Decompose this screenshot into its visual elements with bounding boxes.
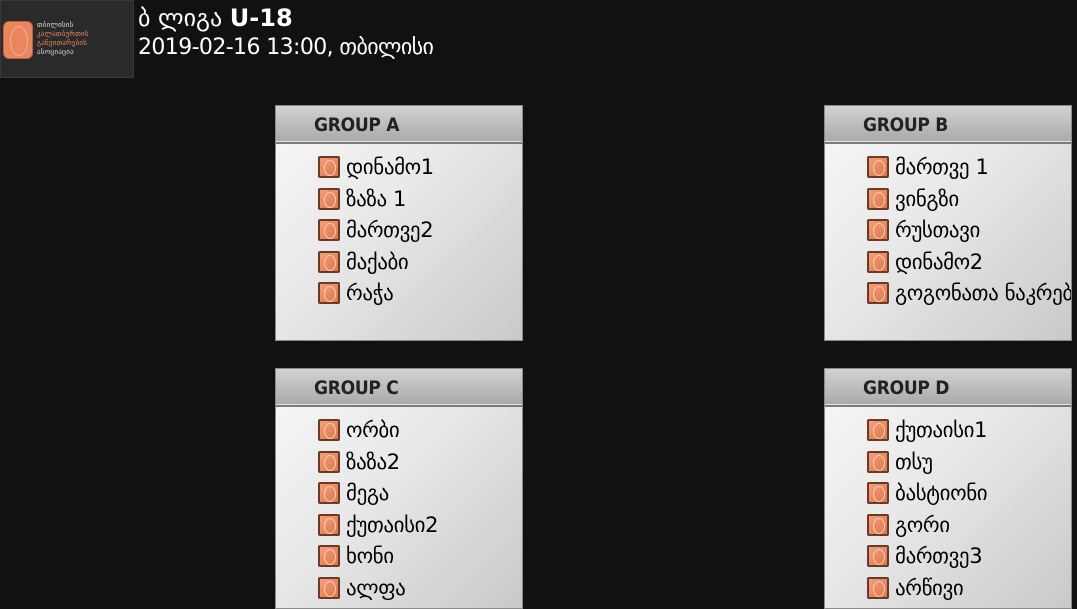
team-item[interactable]: ბასტიონი (825, 478, 1071, 510)
team-item[interactable]: ქუთაისი1 (825, 415, 1071, 447)
basketball-team-icon (867, 513, 889, 536)
basketball-team-icon (867, 482, 889, 505)
basketball-team-icon (318, 250, 340, 273)
org-line: კალათბურთის (37, 30, 89, 38)
team-item[interactable]: ვინგზი (825, 184, 1071, 216)
team-name[interactable]: ორბი (346, 418, 400, 442)
event-date-location: 2019-02-16 13:00, თბილისი (138, 35, 434, 60)
basketball-team-icon (867, 250, 889, 273)
team-item[interactable]: რაჭა (276, 278, 522, 310)
basketball-team-icon (318, 482, 340, 505)
team-name[interactable]: ქუთაისი2 (346, 512, 439, 537)
team-name[interactable]: დინამო1 (346, 155, 434, 179)
team-list: მართვე 1 ვინგზი რუსთავი დინამო2 გოგონათა ნაკ… (825, 144, 1071, 310)
team-name[interactable]: არწივი (895, 575, 964, 600)
group-title: GROUP C (314, 377, 399, 399)
group-header: GROUP D (825, 369, 1071, 407)
org-line: ასოციაცია (37, 48, 74, 56)
team-list: ქუთაისი1 თსუ ბასტიონი გორი მართვე3 არწივი (825, 407, 1071, 605)
basketball-team-icon (318, 513, 340, 536)
league-name: ბ ლიგა (138, 4, 223, 32)
group-card: GROUP A დინამო1 ზაზა 1 მართვე2 მაქაბი რაჭა (275, 105, 523, 341)
team-item[interactable]: მეგა (276, 478, 522, 510)
team-item[interactable]: გორი (825, 510, 1071, 542)
team-item[interactable]: ზაზა 1 (276, 184, 522, 216)
basketball-team-icon (867, 576, 889, 599)
group-title: GROUP B (863, 114, 948, 136)
team-name[interactable]: მეგა (346, 481, 389, 506)
group-title: GROUP A (314, 114, 400, 136)
team-name[interactable]: მაქაბი (346, 249, 409, 274)
team-list: ორბი ზაზა2 მეგა ქუთაისი2 ხონი ალფა (276, 407, 522, 605)
team-name[interactable]: ქუთაისი1 (895, 418, 988, 442)
team-name[interactable]: მართვე 1 (895, 155, 989, 179)
basketball-team-icon (318, 545, 340, 568)
team-item[interactable]: ორბი (276, 415, 522, 447)
group-card: GROUP C ორბი ზაზა2 მეგა ქუთაისი2 ხონი ალფა (275, 368, 523, 609)
team-name[interactable]: ალფა (346, 575, 406, 600)
team-name[interactable]: მართვე3 (895, 544, 983, 569)
basketball-team-icon (318, 450, 340, 473)
team-name[interactable]: ზაზა2 (346, 449, 400, 474)
team-name[interactable]: რუსთავი (895, 218, 980, 243)
team-item[interactable]: მაქაბი (276, 247, 522, 279)
org-logo[interactable]: თბილისის კალათბურთის განვითარების ასოცია… (0, 0, 134, 78)
basketball-team-icon (318, 156, 340, 178)
team-name[interactable]: მართვე2 (346, 218, 434, 243)
age-category: U-18 (229, 4, 293, 32)
org-line: განვითარების (37, 39, 88, 47)
team-item[interactable]: არწივი (825, 573, 1071, 605)
basketball-team-icon (318, 187, 340, 210)
team-name[interactable]: ვინგზი (895, 186, 959, 211)
basketball-team-icon (867, 282, 889, 305)
team-list: დინამო1 ზაზა 1 მართვე2 მაქაბი რაჭა (276, 144, 522, 310)
basketball-logo-icon (3, 21, 33, 59)
team-item[interactable]: ქუთაისი2 (276, 510, 522, 542)
team-item[interactable]: ზაზა2 (276, 447, 522, 479)
group-header: GROUP A (276, 106, 522, 144)
group-header: GROUP B (825, 106, 1071, 144)
team-item[interactable]: თსუ (825, 447, 1071, 479)
team-item[interactable]: რუსთავი (825, 215, 1071, 247)
team-item[interactable]: ხონი (276, 541, 522, 573)
basketball-team-icon (867, 419, 889, 441)
team-item[interactable]: დინამო1 (276, 152, 522, 184)
group-title: GROUP D (863, 377, 950, 399)
team-item[interactable]: გოგონათა ნაკრები (825, 278, 1071, 310)
basketball-team-icon (867, 450, 889, 473)
team-item[interactable]: მართვე3 (825, 541, 1071, 573)
basketball-team-icon (867, 545, 889, 568)
basketball-team-icon (318, 576, 340, 599)
group-header: GROUP C (276, 369, 522, 407)
team-name[interactable]: თსუ (895, 449, 933, 474)
group-card: GROUP B მართვე 1 ვინგზი რუსთავი დინამო2 გოგონ… (824, 105, 1072, 341)
team-name[interactable]: გორი (895, 512, 950, 537)
basketball-team-icon (318, 419, 340, 441)
team-item[interactable]: მართვე2 (276, 215, 522, 247)
team-name[interactable]: ზაზა 1 (346, 186, 406, 211)
page-title: ბ ლიგა U-18 (138, 4, 293, 32)
team-name[interactable]: რაჭა (346, 281, 394, 306)
team-item[interactable]: მართვე 1 (825, 152, 1071, 184)
basketball-team-icon (867, 156, 889, 178)
team-name[interactable]: ხონი (346, 544, 394, 569)
team-name[interactable]: დინამო2 (895, 249, 983, 274)
group-card: GROUP D ქუთაისი1 თსუ ბასტიონი გორი მართვე3 არწ… (824, 368, 1072, 609)
team-item[interactable]: დინამო2 (825, 247, 1071, 279)
basketball-team-icon (867, 187, 889, 210)
org-line: თბილისის (37, 21, 74, 29)
basketball-team-icon (318, 282, 340, 305)
org-name: თბილისის კალათბურთის განვითარების ასოცია… (37, 21, 133, 57)
basketball-team-icon (867, 219, 889, 242)
team-name[interactable]: გოგონათა ნაკრები (895, 281, 1072, 306)
team-item[interactable]: ალფა (276, 573, 522, 605)
team-name[interactable]: ბასტიონი (895, 481, 988, 506)
basketball-team-icon (318, 219, 340, 242)
